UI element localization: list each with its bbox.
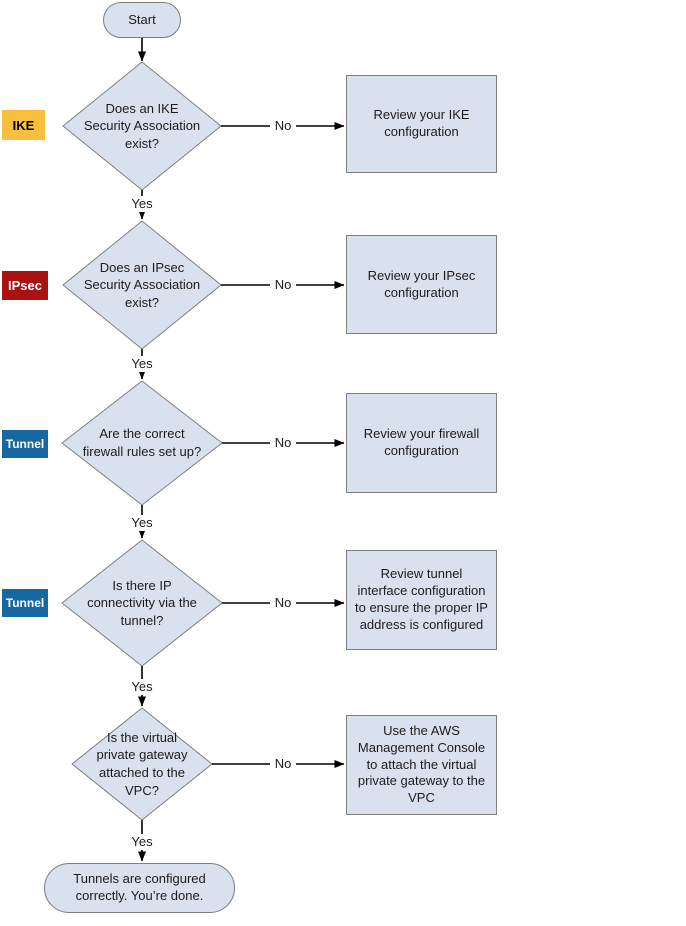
tag-ike: IKE (2, 110, 45, 140)
start-node: Start (103, 2, 181, 38)
yes-label-2: Yes (128, 356, 156, 372)
yes-label-1: Yes (128, 196, 156, 212)
no-label-3: No (270, 435, 296, 451)
no-label-5: No (270, 756, 296, 772)
no-label-1: No (270, 118, 296, 134)
tag-tunnel-2: Tunnel (2, 589, 48, 617)
action-review-ipsec: Review your IPsec configuration (346, 235, 497, 334)
action-attach-vgw: Use the AWS Management Console to attach… (346, 715, 497, 815)
decision-firewall-question: Are the correct firewall rules set up? (82, 426, 202, 459)
action-review-ike: Review your IKE configuration (346, 75, 497, 173)
action-review-firewall: Review your firewall configuration (346, 393, 497, 493)
no-label-2: No (270, 277, 296, 293)
tag-ipsec: IPsec (2, 271, 48, 300)
decision-ipsec-question: Does an IPsec Security Association exist… (83, 259, 201, 310)
yes-label-4: Yes (128, 679, 156, 695)
yes-label-3: Yes (128, 515, 156, 531)
yes-label-5: Yes (128, 834, 156, 850)
no-label-4: No (270, 595, 296, 611)
decision-ike-question: Does an IKE Security Association exist? (83, 100, 201, 151)
decision-vgw-question: Is the virtual private gateway attached … (96, 729, 188, 798)
decision-connectivity-question: Is there IP connectivity via the tunnel? (87, 577, 197, 628)
tag-tunnel-1: Tunnel (2, 430, 48, 458)
action-review-tunnel-interface: Review tunnel interface configuration to… (346, 550, 497, 650)
end-node: Tunnels are configured correctly. You’re… (44, 863, 235, 913)
